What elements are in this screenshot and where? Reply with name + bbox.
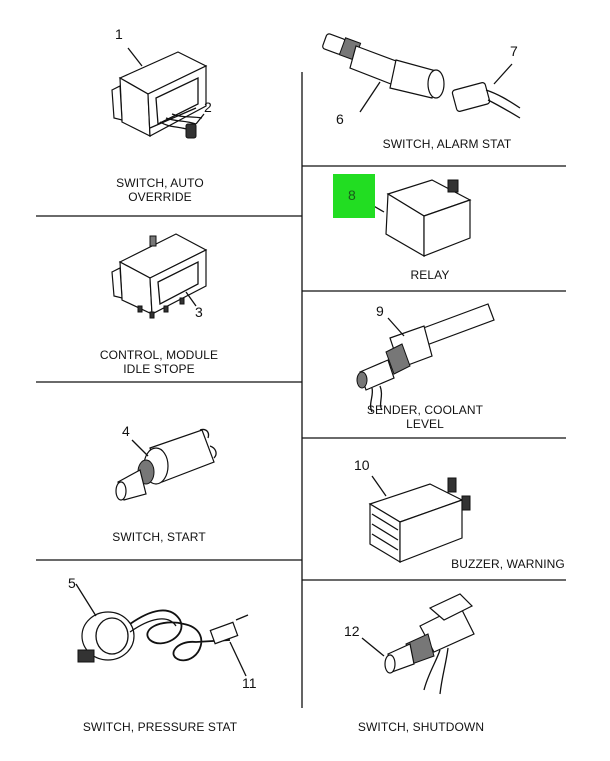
label-buzzer-warning: BUZZER, WARNING [451,557,565,571]
switch-shutdown-drawing [361,593,475,695]
label-line: LEVEL [406,417,444,431]
switch-alarm-stat-drawing [322,33,521,119]
callout-1: 1 [115,26,123,42]
label-relay: RELAY [410,268,450,282]
callout-6: 6 [336,111,344,127]
label-line: SWITCH, AUTO [116,176,204,190]
label-control-module: CONTROL, MODULE IDLE STOPE [84,348,234,376]
label-line: IDLE STOPE [123,362,195,376]
switch-pressure-stat-drawing [75,583,249,677]
callout-11: 11 [242,675,257,691]
sender-coolant-level-drawing [356,303,495,413]
callout-5: 5 [68,575,76,591]
switch-auto-override-drawing [111,47,208,139]
panel-dividers [36,72,566,708]
label-switch-auto-override: SWITCH, AUTO OVERRIDE [95,176,225,204]
label-switch-pressure-stat: SWITCH, PRESSURE STAT [82,720,238,734]
label-switch-start: SWITCH, START [112,530,206,544]
callout-8-highlight: 8 [333,174,375,218]
callout-4: 4 [122,423,130,439]
label-switch-alarm-stat: SWITCH, ALARM STAT [382,137,512,151]
label-switch-shutdown: SWITCH, SHUTDOWN [357,720,485,734]
callout-3: 3 [195,304,203,320]
control-module-drawing [111,233,208,319]
label-sender-coolant-level: SENDER, COOLANT LEVEL [350,403,500,431]
label-line: OVERRIDE [128,190,192,204]
relay-drawing [359,179,472,258]
label-line: CONTROL, MODULE [99,348,219,362]
buzzer-warning-drawing [368,475,471,564]
callout-9: 9 [376,303,384,319]
switch-start-drawing [115,428,217,501]
callout-7: 7 [510,43,518,59]
callout-10: 10 [354,457,370,473]
callout-8: 8 [348,187,356,203]
callout-2: 2 [204,99,212,115]
label-line: SENDER, COOLANT [366,403,484,417]
callout-12: 12 [344,623,360,639]
